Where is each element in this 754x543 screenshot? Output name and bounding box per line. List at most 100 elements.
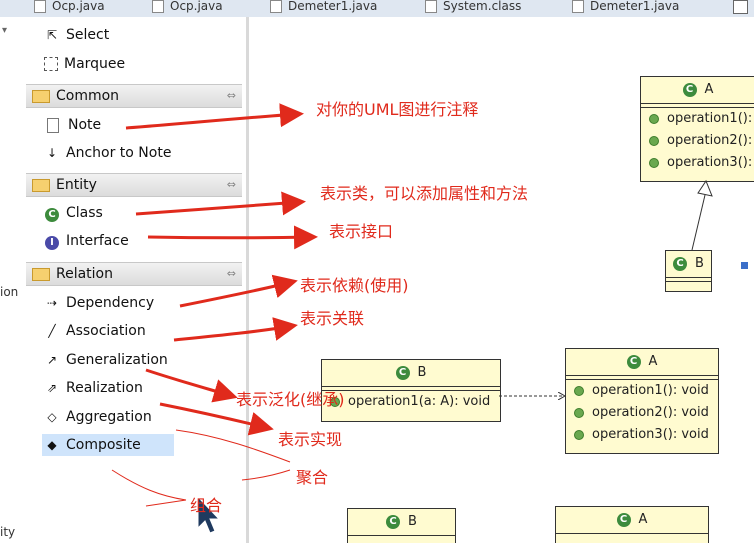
annotation-note: 对你的UML图进行注释 <box>316 100 479 119</box>
item-label: Interface <box>66 233 129 249</box>
item-label: Anchor to Note <box>66 145 172 161</box>
tab-label: System.class <box>443 0 522 13</box>
selection-handle[interactable] <box>741 262 748 269</box>
palette-item-anchor-to-note[interactable]: ↓Anchor to Note <box>44 142 171 164</box>
tab-label: Ocp.java <box>170 0 223 13</box>
collapse-arrows-icon[interactable]: ⇔ <box>226 178 236 191</box>
class-icon: C <box>386 514 401 529</box>
palette-item-interface[interactable]: I Interface <box>44 230 129 252</box>
aggregation-bracket <box>175 429 291 481</box>
tab-label: Ocp.java <box>52 0 105 13</box>
palette-item-generalization[interactable]: ↗Generalization <box>44 349 168 371</box>
tab-ocp-java-2[interactable]: Ocp.java <box>152 0 223 17</box>
tab-ocp-java-1[interactable]: Ocp.java <box>34 0 105 17</box>
cursor-arrow-icon: ⇱ <box>46 28 58 42</box>
palette-item-composite[interactable]: ◆ Composite <box>42 434 174 456</box>
mouse-cursor-icon <box>197 495 221 534</box>
tool-marquee[interactable]: Marquee <box>44 53 125 75</box>
operation-label: operation3(): void <box>592 427 709 442</box>
tab-demeter1-java[interactable]: Demeter1.java <box>270 0 377 17</box>
attributes-compartment <box>641 104 754 108</box>
tab-label: Demeter1.java <box>288 0 378 13</box>
item-label: Dependency <box>66 295 155 311</box>
public-method-icon <box>649 135 659 146</box>
public-method-icon <box>574 429 584 440</box>
tab-demeter1-java-2[interactable]: Demeter1.java <box>572 0 679 17</box>
item-label: Realization <box>66 380 143 396</box>
drawer-label: Common <box>56 88 120 104</box>
drawer-label: Relation <box>56 266 113 282</box>
association-icon: ╱ <box>48 324 56 338</box>
generalization-arrow <box>145 368 238 403</box>
composite-bracket <box>111 469 187 507</box>
item-label: Aggregation <box>66 409 152 425</box>
folder-icon <box>32 267 50 281</box>
note-icon <box>47 117 59 133</box>
item-label: Association <box>66 323 146 339</box>
dependency-icon: ⇢ <box>46 296 58 310</box>
operation-row[interactable]: operation2(): <box>641 130 754 152</box>
operation-row[interactable]: operation1(a: A): void <box>322 391 500 413</box>
composite-icon: ◆ <box>47 438 57 452</box>
palette-item-aggregation[interactable]: ◇ Aggregation <box>44 406 152 428</box>
collapse-arrows-icon[interactable]: ⇔ <box>226 267 236 280</box>
class-icon: C <box>682 82 697 97</box>
maximize-icon[interactable] <box>733 0 748 14</box>
tab-system-class[interactable]: System.class <box>425 0 521 17</box>
class-name: A <box>648 354 658 369</box>
aggregation-icon: ◇ <box>47 410 57 424</box>
drawer-relation[interactable]: Relation ⇔ <box>26 262 242 286</box>
generalization-connector[interactable] <box>691 194 706 251</box>
palette-item-realization[interactable]: ⇗Realization <box>44 377 143 399</box>
annotation-composite: 组合 <box>190 496 223 515</box>
public-method-icon <box>330 396 340 407</box>
dependency-arrow <box>179 274 298 308</box>
operation-row[interactable]: operation2(): void <box>566 402 718 424</box>
annotation-class: 表示类，可以添加属性和方法 <box>320 184 529 203</box>
tab-label: Demeter1.java <box>590 0 680 13</box>
operation-row[interactable]: operation3(): void <box>566 424 718 446</box>
uml-palette: ⇱ Select Marquee Common ⇔ Note ↓Anchor to … <box>24 17 249 543</box>
java-file-icon <box>152 0 164 13</box>
class-file-icon <box>425 0 437 13</box>
tool-label: Select <box>66 27 110 43</box>
item-label: Generalization <box>66 352 168 368</box>
association-arrow <box>173 317 298 342</box>
annotation-generalization: 表示泛化(继承) <box>236 390 345 409</box>
operation-row[interactable]: operation1(): <box>641 108 754 130</box>
realization-arrow <box>159 402 274 436</box>
collapse-arrows-icon[interactable]: ⇔ <box>226 89 236 102</box>
item-label: Class <box>66 205 103 221</box>
drawer-entity[interactable]: Entity⇔ <box>26 173 242 197</box>
palette-item-note[interactable]: Note <box>44 114 101 136</box>
tool-select[interactable]: ⇱ Select <box>44 24 109 46</box>
chevron-down-icon[interactable]: ▾ <box>2 25 8 36</box>
folder-icon <box>32 178 50 192</box>
public-method-icon <box>574 407 584 418</box>
operation-row[interactable]: operation3(): <box>641 152 754 174</box>
operation-label: operation3(): <box>667 155 753 170</box>
class-arrow <box>135 191 306 216</box>
palette-item-dependency[interactable]: ⇢ Dependency <box>44 292 154 314</box>
drawer-common[interactable]: Common ⇔ <box>26 84 242 108</box>
operation-label: operation1(): <box>667 111 753 126</box>
class-name: A <box>638 512 648 527</box>
public-method-icon <box>649 113 659 124</box>
class-name: A <box>704 82 714 97</box>
item-label: Composite <box>66 437 141 453</box>
interface-icon: I <box>44 233 60 250</box>
operation-row[interactable]: operation1(): void <box>566 380 718 402</box>
marquee-icon <box>44 57 58 71</box>
editor-tab-bar: Ocp.java Ocp.java Demeter1.java System.c… <box>0 0 754 18</box>
palette-item-association[interactable]: ╱ Association <box>44 320 146 342</box>
